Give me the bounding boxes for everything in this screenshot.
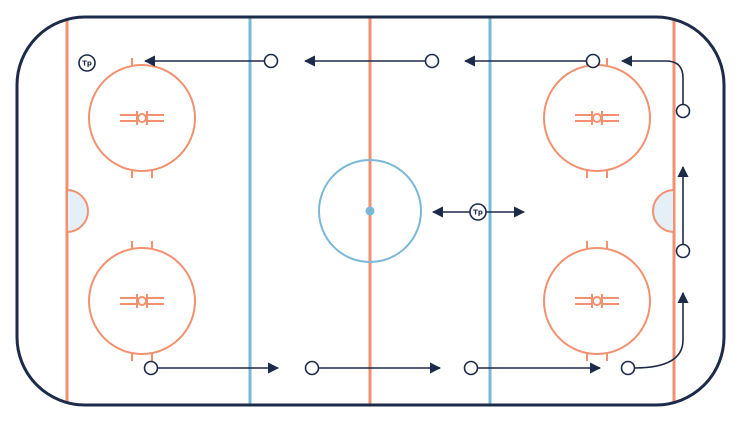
players: [143, 53, 691, 376]
player-bottom-2: [304, 360, 320, 376]
skate-arrow-right-top: [620, 55, 684, 104]
coach-marker-label: Tp: [82, 60, 92, 68]
faceoff-circle-bottom-right: [543, 241, 651, 361]
drill-arrows: [143, 55, 689, 374]
player-top-2: [424, 53, 440, 69]
goal-crease-right: [652, 188, 675, 234]
puck-carrier-marker-label: Tp: [473, 209, 483, 217]
player-bottom-4: [620, 360, 636, 376]
coach-marker: Tp: [78, 54, 96, 72]
player-bottom-3: [463, 360, 479, 376]
faceoff-circle-top-left: [88, 58, 196, 178]
center-faceoff-circle: [318, 159, 422, 263]
player-bottom-1: [143, 360, 159, 376]
rink-boards: [15, 15, 726, 407]
player-right-mid: [675, 243, 691, 259]
goal-crease-left: [66, 188, 89, 234]
faceoff-circle-bottom-left: [88, 241, 196, 361]
center-faceoff-dot: [365, 206, 375, 216]
faceoff-circle-top-right: [543, 58, 651, 178]
player-right-top: [675, 103, 691, 119]
player-top-3: [585, 53, 601, 69]
skate-arrow-bottom-right: [633, 291, 689, 369]
player-top-1: [263, 53, 279, 69]
puck-carrier-marker: Tp: [469, 203, 487, 221]
rink-markings: [65, 17, 676, 405]
